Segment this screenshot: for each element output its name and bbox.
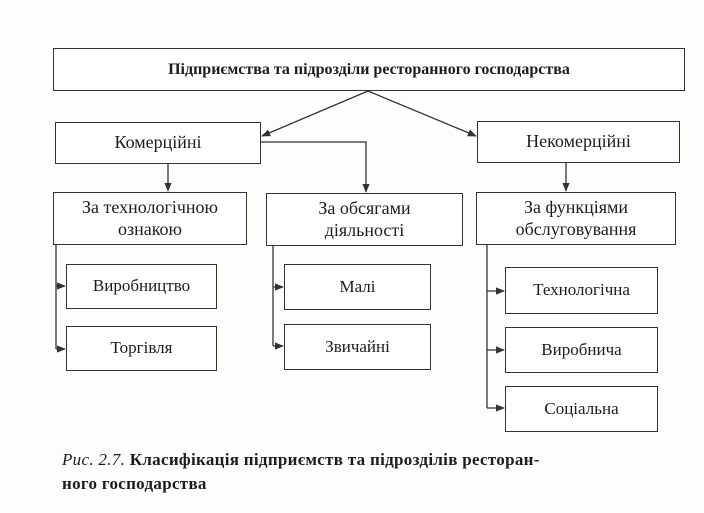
technological-group-node: За технологічною ознакою: [53, 192, 247, 245]
figure-caption: Рис. 2.7. Класифікація підприємств та пі…: [62, 448, 692, 496]
volume-group-text: За обсягами діяльності: [318, 198, 410, 241]
function-group-line-2: обслуговування: [515, 218, 637, 239]
volume-group-line-1: За обсягами: [318, 197, 411, 218]
arrow-commercial-to-volume: [261, 141, 370, 193]
technological-group-text: За технологічною ознакою: [82, 197, 218, 240]
noncommercial-node: Некомерційні: [477, 121, 680, 163]
noncommercial-label: Некомерційні: [526, 131, 631, 152]
social-function-node: Соціальна: [505, 386, 658, 432]
commercial-label: Комерційні: [114, 132, 202, 153]
arrow-root-to-noncommercial: [367, 90, 477, 137]
production-node: Виробництво: [66, 264, 217, 309]
technological-function-node: Технологічна: [505, 267, 658, 314]
figure-label: Рис. 2.7.: [62, 450, 126, 469]
small-node: Малі: [284, 264, 431, 310]
commercial-node: Комерційні: [55, 122, 261, 164]
caption-line-1: Класифікація підприємств та підрозділів …: [129, 450, 540, 469]
volume-group-node: За обсягами діяльності: [266, 193, 463, 246]
root-node: Підприємства та підрозділи ресторанного …: [53, 48, 685, 91]
arrow-root-to-commercial: [261, 90, 369, 137]
regular-label: Звичайні: [325, 336, 390, 356]
production-label: Виробництво: [92, 276, 191, 296]
root-label: Підприємства та підрозділи ресторанного …: [168, 60, 570, 78]
function-group-text: За функціями обслуговування: [516, 197, 637, 240]
technological-group-line-1: За технологічною: [81, 196, 219, 217]
trade-node: Торгівля: [66, 326, 217, 371]
function-group-node: За функціями обслуговування: [476, 192, 676, 245]
social-function-label: Соціальна: [544, 398, 619, 418]
function-group-line-1: За функціями: [523, 196, 629, 217]
volume-group-line-2: діяльності: [324, 219, 405, 240]
trade-label: Торгівля: [110, 338, 173, 358]
caption-line-2: ного господарства: [62, 474, 207, 493]
technological-group-line-2: ознакою: [117, 218, 182, 239]
technological-function-label: Технологічна: [533, 280, 630, 300]
regular-node: Звичайні: [284, 324, 431, 370]
production-function-node: Виробнича: [505, 327, 658, 373]
production-function-label: Виробнича: [541, 339, 622, 359]
small-label: Малі: [339, 276, 376, 296]
